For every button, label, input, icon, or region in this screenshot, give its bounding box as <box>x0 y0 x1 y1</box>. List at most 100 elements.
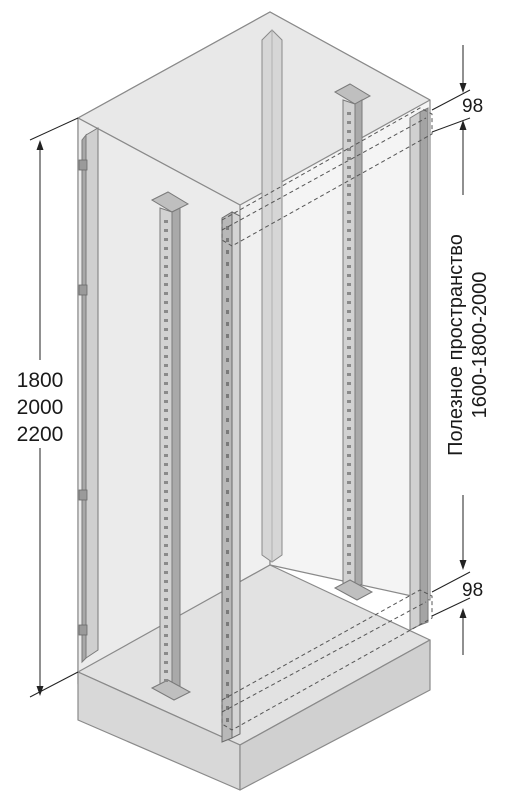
top-cross-beam <box>221 107 433 247</box>
ext-bottom-outer <box>431 597 471 617</box>
rail-hole <box>347 562 351 565</box>
bottom-offset-label: 98 <box>462 580 483 601</box>
top-offset-label: 98 <box>462 96 483 117</box>
height-arrow-bottom <box>36 686 44 696</box>
middle-left-rail-holes <box>164 220 168 682</box>
rail-hole <box>164 499 168 502</box>
rail-hole <box>347 436 351 439</box>
rail-hole <box>164 481 168 484</box>
rail-hole <box>164 418 168 421</box>
rail-hole <box>164 490 168 493</box>
rail-hole <box>226 706 229 710</box>
bottom-cross-beam <box>221 589 433 731</box>
rail-hole <box>347 292 351 295</box>
rail-hole <box>164 598 168 601</box>
rail-hole <box>164 454 168 457</box>
rail-hole <box>226 346 229 350</box>
rail-hole <box>347 373 351 376</box>
rail-hole <box>164 301 168 304</box>
rail-hole <box>226 310 229 314</box>
rail-hole <box>226 682 229 686</box>
rail-hole <box>164 400 168 403</box>
height-ext-top <box>29 117 79 141</box>
rail-hole <box>164 265 168 268</box>
middle-left-rail <box>150 191 192 701</box>
rail-hole <box>164 238 168 241</box>
rail-hole <box>226 250 229 254</box>
usable-space-values: 1600-1800-2000 <box>469 272 491 419</box>
rail-hole <box>226 694 229 698</box>
rail-hole <box>347 427 351 430</box>
rail-hole <box>347 310 351 313</box>
height-option-2: 2000 <box>17 396 64 419</box>
rail-hole <box>164 310 168 313</box>
rail-hole <box>164 553 168 556</box>
rail-hole <box>164 544 168 547</box>
rail-hole <box>226 370 229 374</box>
height-ext-bottom <box>29 671 79 698</box>
rail-hole <box>347 346 351 349</box>
ext-top-outer <box>431 89 471 111</box>
rail-hole <box>226 478 229 482</box>
rail-hole <box>164 517 168 520</box>
rail-hole <box>226 490 229 494</box>
rail-hole <box>226 538 229 542</box>
rail-hole <box>347 148 351 151</box>
rail-hole <box>164 256 168 259</box>
rail-hole <box>347 211 351 214</box>
rail-hole <box>164 409 168 412</box>
top-offset-arrow-down <box>459 83 467 93</box>
rail-hole <box>164 364 168 367</box>
rail-hole <box>164 328 168 331</box>
rail-hole <box>226 262 229 266</box>
rail-hole <box>226 622 229 626</box>
rail-hole <box>164 571 168 574</box>
rail-hole <box>347 517 351 520</box>
cabinet-body <box>77 11 431 791</box>
rail-hole <box>226 226 229 230</box>
rail-hole <box>226 526 229 530</box>
rail-hole <box>347 337 351 340</box>
height-label-bg <box>8 360 72 448</box>
rail-hole <box>164 373 168 376</box>
top-offset-arrow-up <box>459 120 467 130</box>
rail-hole <box>226 322 229 326</box>
rail-hole <box>347 490 351 493</box>
rail-hole <box>164 382 168 385</box>
rail-hole <box>164 220 168 223</box>
rail-hole <box>164 472 168 475</box>
rail-hole <box>347 409 351 412</box>
rail-hole <box>347 220 351 223</box>
usable-label-bg <box>436 195 496 495</box>
rail-hole <box>226 466 229 470</box>
rail-hole <box>347 139 351 142</box>
left-wall-rail <box>81 127 99 664</box>
rail-hole <box>226 610 229 614</box>
height-option-1: 1800 <box>17 369 64 392</box>
rail-hole <box>226 550 229 554</box>
rail-hole <box>347 508 351 511</box>
rail-hole <box>226 598 229 602</box>
rail-hole <box>164 607 168 610</box>
rail-hole <box>347 544 351 547</box>
height-option-3: 2200 <box>17 423 64 446</box>
rail-hole <box>226 394 229 398</box>
rail-hole <box>347 157 351 160</box>
rail-hole <box>226 454 229 458</box>
rail-hole <box>347 256 351 259</box>
rail-hole <box>347 418 351 421</box>
rail-hole <box>347 481 351 484</box>
rail-hole <box>226 646 229 650</box>
rail-hole <box>347 274 351 277</box>
rail-hole <box>347 301 351 304</box>
rail-hole <box>226 298 229 302</box>
rail-hole <box>164 679 168 682</box>
ext-top-inner <box>431 117 471 133</box>
rail-hole <box>347 247 351 250</box>
rail-hole <box>164 229 168 232</box>
rail-hole <box>226 658 229 662</box>
rail-hole <box>347 553 351 556</box>
rail-hole <box>164 391 168 394</box>
rail-hole <box>164 661 168 664</box>
rail-hole <box>226 586 229 590</box>
